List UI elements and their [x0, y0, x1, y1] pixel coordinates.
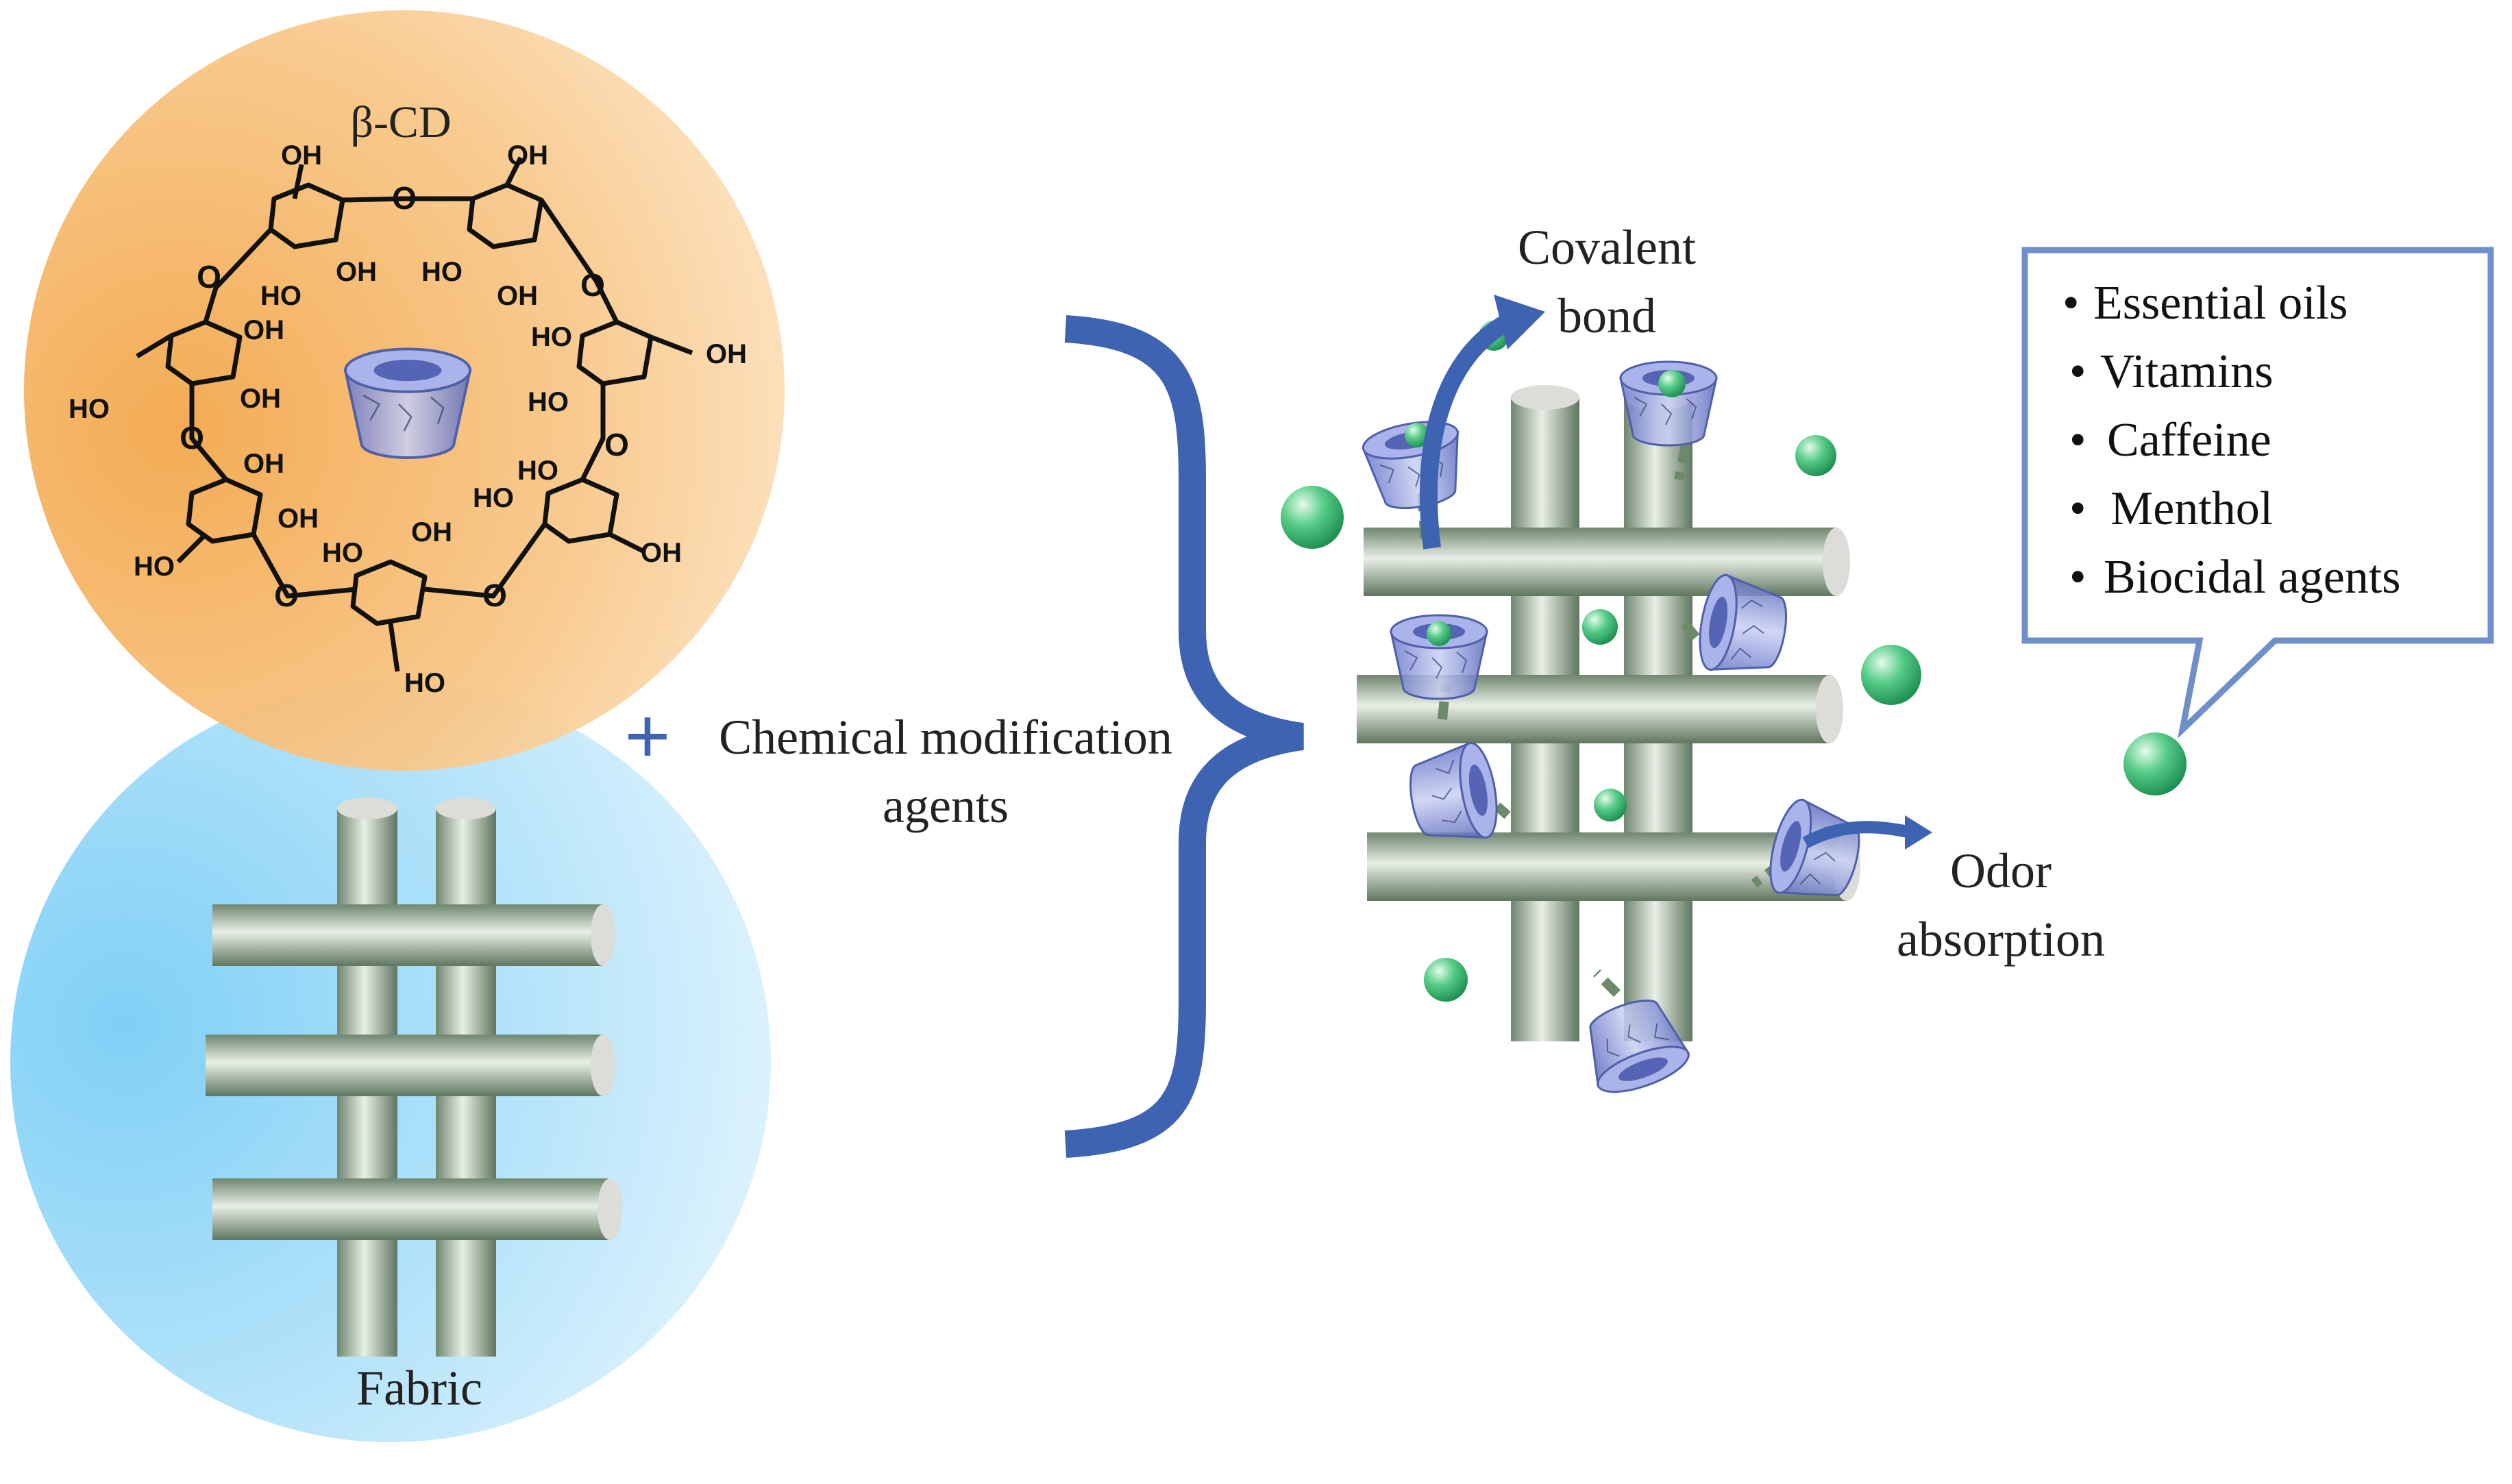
- hydroxyl-group: OH: [278, 504, 319, 534]
- guest-item: Biocidal agents: [2104, 551, 2401, 604]
- guest-item: Menthol: [2110, 482, 2273, 535]
- hydroxyl-group-rev: HO: [260, 281, 301, 311]
- hydroxyl-group: OH: [240, 384, 281, 414]
- guest-molecule-sphere: [2123, 732, 2187, 795]
- bridge-oxygen: O: [482, 578, 507, 613]
- fabric-label: Fabric: [356, 1361, 482, 1415]
- guest-list-callout: [2021, 247, 2494, 739]
- guest-molecule-sphere: [1861, 645, 1921, 705]
- guest-molecules: [1281, 321, 2187, 1002]
- guest-bullet: •: [2069, 482, 2086, 535]
- guest-molecule-sphere: [1582, 609, 1618, 645]
- hydroxyl-group-rev: HO: [69, 394, 110, 424]
- hydroxyl-group: OH: [336, 257, 377, 287]
- hydroxyl-group-rev: HO: [134, 552, 175, 582]
- beta-cd-structure: [136, 156, 693, 672]
- hydroxyl-group-rev: HO: [531, 322, 572, 352]
- covalent-bond-arrow: [1420, 314, 1512, 549]
- guest-molecule-sphere: [1594, 789, 1627, 821]
- guest-molecule-sphere: [1281, 486, 1344, 549]
- odor-label-line1: Odor: [1950, 843, 2052, 898]
- hydroxyl-group-rev: HO: [517, 456, 558, 486]
- hydroxyl-group: OH: [706, 339, 747, 369]
- hydroxyl-group: OH: [411, 517, 452, 547]
- guest-bullet: •: [2069, 345, 2086, 398]
- guest-item: Vitamins: [2100, 345, 2273, 398]
- bridge-oxygen: O: [180, 420, 204, 456]
- hydroxyl-group: OH: [243, 449, 284, 479]
- hydroxyl-group: OH: [497, 281, 538, 311]
- odor-arrow: [1802, 821, 1913, 848]
- fabric-weave-icon: [206, 797, 622, 1357]
- guest-list: • Essential oils • Vitamins • Caffeine •…: [2062, 277, 2401, 604]
- guest-molecule-sphere: [1405, 423, 1429, 447]
- bridge-oxygen: O: [580, 267, 605, 303]
- bridge-oxygen: O: [274, 578, 299, 613]
- plus-icon: +: [624, 691, 671, 782]
- guest-item: Essential oils: [2093, 277, 2348, 330]
- guest-bullet: •: [2069, 414, 2086, 467]
- guest-molecule-sphere: [1424, 958, 1468, 1002]
- hydroxyl-group: OH: [641, 538, 682, 568]
- bridge-oxygen: O: [197, 259, 221, 295]
- covalent-label-line2: bond: [1557, 288, 1656, 343]
- hydroxyl-group: OH: [507, 140, 548, 171]
- hydroxyl-group: OH: [281, 140, 322, 171]
- hydroxyl-group-rev: HO: [404, 668, 445, 698]
- guest-molecule-sphere: [1795, 435, 1836, 476]
- odor-label-line2: absorption: [1897, 912, 2105, 967]
- hydroxyl-group: OH: [243, 315, 284, 345]
- agents-label-line2: agents: [883, 778, 1009, 833]
- hydroxyl-group-rev: HO: [322, 538, 363, 568]
- bridge-oxygen: O: [604, 427, 629, 462]
- guest-molecule-sphere: [1427, 621, 1451, 646]
- bridge-oxygen: O: [392, 180, 417, 216]
- hydroxyl-group-rev: HO: [421, 257, 463, 287]
- covalent-arrowhead-icon: [1494, 295, 1545, 349]
- guest-bullet: •: [2062, 277, 2080, 330]
- guest-item: Caffeine: [2107, 414, 2271, 467]
- guest-bullet: •: [2069, 551, 2086, 604]
- odor-arrowhead-icon: [1905, 815, 1932, 850]
- beta-cd-label: β-CD: [350, 97, 451, 147]
- curly-brace-icon: [1064, 315, 1304, 1158]
- hydroxyl-group-rev: HO: [528, 387, 569, 417]
- hydroxyl-group-rev: HO: [473, 483, 514, 513]
- agents-label-line1: Chemical modification: [719, 710, 1172, 765]
- oxygen-atoms: O O O O O O O: [180, 180, 629, 613]
- modified-fabric: [1357, 385, 1860, 1041]
- cyclodextrin-cone-icon: [344, 347, 471, 459]
- guest-molecule-sphere: [1658, 370, 1686, 397]
- hydroxyl-groups: OH OH OH HO HO OH OH HO OH HO OH HO OH H…: [69, 140, 747, 698]
- covalent-label-line1: Covalent: [1518, 220, 1696, 275]
